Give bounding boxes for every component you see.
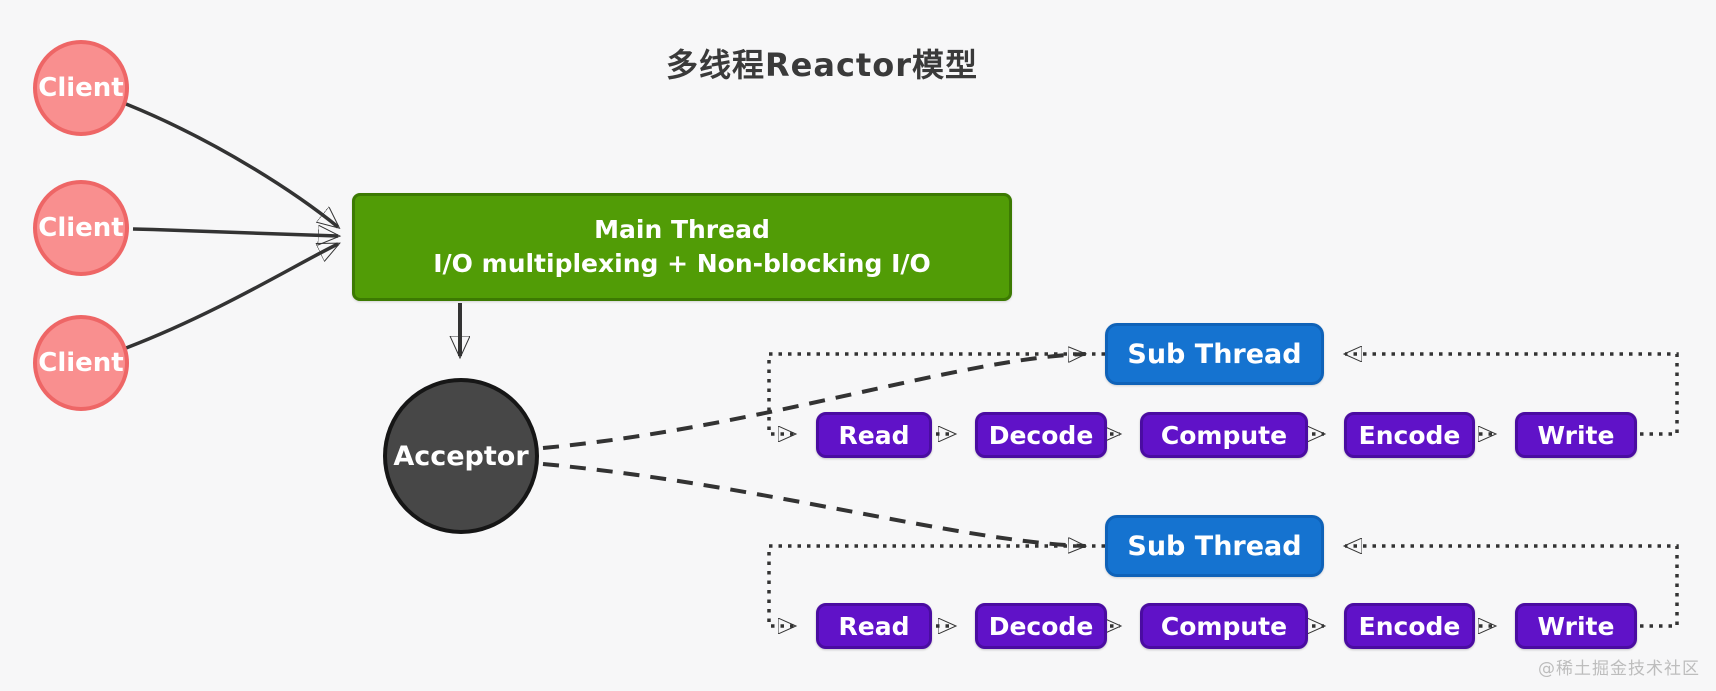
sub-thread-node-2: Sub Thread [1105, 515, 1324, 577]
client-node-3: Client [33, 315, 129, 411]
subthread1-to-read-path [767, 352, 1105, 434]
acceptor-node: Acceptor [383, 378, 539, 534]
client-label: Client [38, 348, 124, 378]
acceptor-label: Acceptor [393, 440, 529, 472]
sub-thread-label: Sub Thread [1127, 530, 1302, 562]
write2-to-subthread2-path [1345, 546, 1679, 628]
client-node-1: Client [33, 40, 129, 136]
stage-decode-1: Decode [975, 412, 1107, 458]
client-node-2: Client [33, 180, 129, 276]
stage-read-2: Read [816, 603, 932, 649]
main-thread-subtitle: I/O multiplexing + Non-blocking I/O [433, 249, 931, 278]
subthread2-to-read-path [767, 544, 1105, 626]
stage-compute-2: Compute [1140, 603, 1308, 649]
acceptor-to-subthread1-arrow [542, 354, 1085, 450]
diagram-title: 多线程Reactor模型 [666, 46, 978, 84]
main-thread-node: Main Thread I/O multiplexing + Non-block… [352, 193, 1012, 301]
stage-encode-1: Encode [1344, 412, 1475, 458]
client-label: Client [38, 73, 124, 103]
stage-read-1: Read [816, 412, 932, 458]
watermark: @稀土掘金技术社区 [1538, 659, 1700, 679]
main-thread-title: Main Thread [594, 215, 770, 244]
client1-to-main-arrow [125, 102, 338, 227]
stage-write-1: Write [1515, 412, 1637, 458]
client2-to-main-arrow [132, 229, 338, 236]
stage-decode-2: Decode [975, 603, 1107, 649]
stage-write-2: Write [1515, 603, 1637, 649]
sub-thread-node-1: Sub Thread [1105, 323, 1324, 385]
sub-thread-label: Sub Thread [1127, 338, 1302, 370]
stage-encode-2: Encode [1344, 603, 1475, 649]
client-label: Client [38, 213, 124, 243]
client3-to-main-arrow [125, 242, 338, 350]
acceptor-to-subthread2-arrow [542, 462, 1085, 546]
stage-compute-1: Compute [1140, 412, 1308, 458]
write1-to-subthread1-path [1345, 354, 1679, 436]
